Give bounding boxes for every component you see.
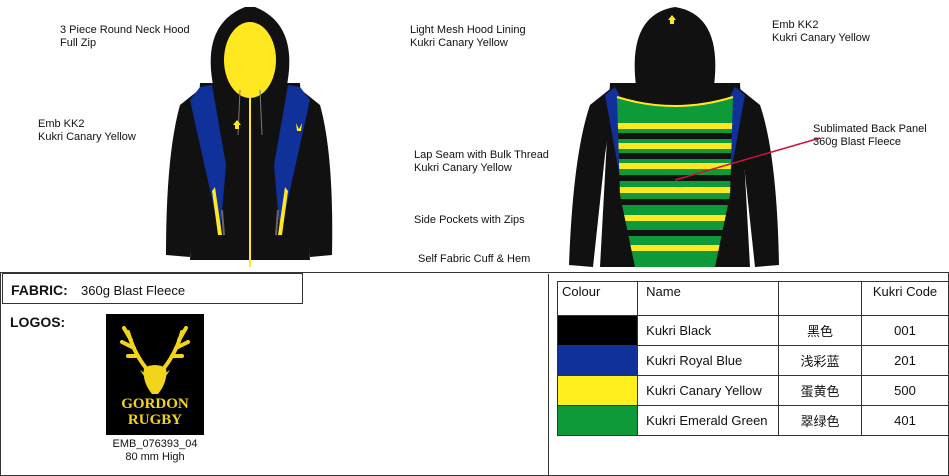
emblem-line1: GORDON (121, 396, 189, 412)
colour-chinese: 浅彩蓝 (777, 345, 863, 376)
note-emb-back-line2: Kukri Canary Yellow (772, 32, 870, 44)
colour-table: Colour Name Kukri Code Kukri Black 黑色 00… (556, 281, 949, 436)
header-name: Name (637, 281, 779, 316)
note-lap-seam-line1: Lap Seam with Bulk Thread (414, 149, 549, 161)
note-hood-line2: Full Zip (60, 37, 97, 49)
note-lap-seam: Lap Seam with Bulk Thread Kukri Canary Y… (414, 149, 549, 175)
note-mesh-line2: Kukri Canary Yellow (410, 37, 508, 49)
logos-label: LOGOS: (10, 314, 66, 330)
back-hoodie-illustration (569, 7, 779, 267)
colour-name: Kukri Royal Blue (637, 345, 779, 376)
gordon-rugby-emblem: GORDON RUGBY (106, 314, 204, 435)
header-kukri-code: Kukri Code (861, 281, 949, 316)
swatch-emerald-green (556, 405, 639, 436)
colour-chinese: 翠绿色 (777, 405, 863, 436)
colour-name: Kukri Emerald Green (637, 405, 779, 436)
table-row: Kukri Canary Yellow 蛋黄色 500 (556, 375, 949, 406)
colour-code: 001 (861, 315, 949, 346)
front-hoodie-illustration (166, 7, 333, 267)
note-lap-seam-line2: Kukri Canary Yellow (414, 162, 512, 174)
colour-chinese: 黑色 (777, 315, 863, 346)
colour-name: Kukri Canary Yellow (637, 375, 779, 406)
header-colour: Colour (556, 281, 639, 316)
fabric-box: FABRIC: 360g Blast Fleece (2, 273, 303, 304)
colour-code: 401 (861, 405, 949, 436)
table-row: Kukri Black 黑色 001 (556, 315, 949, 346)
note-hood: 3 Piece Round Neck Hood Full Zip (60, 24, 190, 50)
note-mesh: Light Mesh Hood Lining Kukri Canary Yell… (410, 24, 526, 50)
note-back-panel-line1: Sublimated Back Panel (813, 123, 927, 135)
emblem-size: 80 mm High (125, 451, 185, 463)
colour-table-header: Colour Name Kukri Code (556, 281, 949, 316)
stag-head-icon (120, 326, 190, 394)
column-divider (548, 274, 549, 476)
note-back-panel: Sublimated Back Panel 360g Blast Fleece (813, 123, 927, 149)
note-emb-front: Emb KK2 Kukri Canary Yellow (38, 118, 136, 144)
colour-name: Kukri Black (637, 315, 779, 346)
back-panel-pointer (674, 137, 821, 181)
table-row: Kukri Royal Blue 浅彩蓝 201 (556, 345, 949, 376)
emblem-code-id: EMB_076393_04 (112, 438, 198, 450)
fabric-value: 360g Blast Fleece (81, 283, 186, 298)
note-emb-front-line1: Emb KK2 (38, 118, 85, 130)
note-mesh-line1: Light Mesh Hood Lining (410, 24, 526, 36)
table-row: Kukri Emerald Green 翠绿色 401 (556, 405, 949, 436)
swatch-black (556, 315, 639, 346)
note-cuff: Self Fabric Cuff & Hem (418, 253, 531, 265)
colour-code: 201 (861, 345, 949, 376)
swatch-canary-yellow (556, 375, 639, 406)
header-chinese (777, 281, 863, 316)
colour-code: 500 (861, 375, 949, 406)
note-emb-front-line2: Kukri Canary Yellow (38, 131, 136, 143)
note-back-panel-line2: 360g Blast Fleece (813, 136, 902, 148)
emblem-line2: RUGBY (127, 412, 183, 428)
colour-chinese: 蛋黄色 (777, 375, 863, 406)
note-emb-back-line1: Emb KK2 (772, 19, 819, 31)
emblem-code: EMB_076393_04 80 mm High (80, 438, 230, 464)
fabric-label: FABRIC: (11, 282, 68, 298)
note-pockets: Side Pockets with Zips (414, 214, 525, 226)
note-hood-line1: 3 Piece Round Neck Hood (60, 24, 190, 36)
swatch-royal-blue (556, 345, 639, 376)
note-emb-back: Emb KK2 Kukri Canary Yellow (772, 19, 870, 45)
